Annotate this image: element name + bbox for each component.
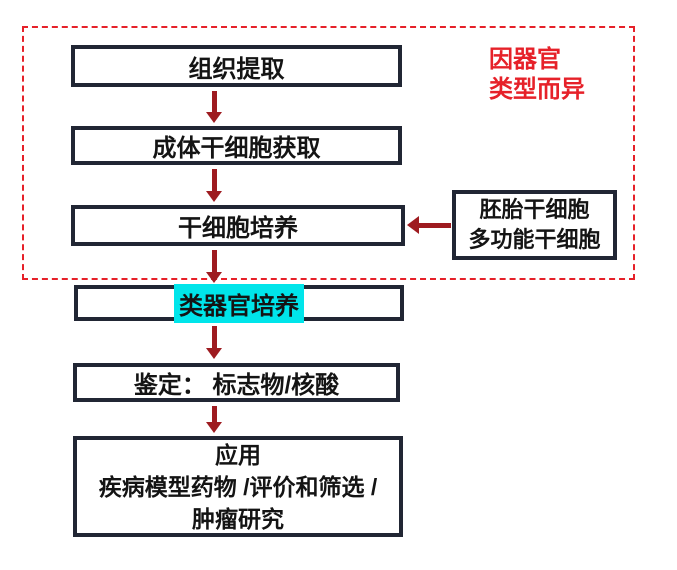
- side-box-embryonic-pluripotent-stem-cells: 胚胎干细胞 多功能干细胞: [452, 190, 617, 260]
- step-adult-stem-cell-acquisition: 成体干细胞获取: [71, 126, 402, 165]
- arrow-head: [206, 112, 222, 123]
- organ-dependent-group-outline: [22, 26, 635, 280]
- arrow-left-icon: [407, 216, 451, 234]
- arrow-head: [407, 216, 419, 234]
- step-organoid-culture-label: 类器官培养: [174, 283, 304, 323]
- arrow-shaft: [211, 250, 217, 272]
- arrow-down-icon: [206, 326, 222, 359]
- arrow-head: [206, 348, 222, 359]
- arrow-down-icon: [206, 250, 222, 283]
- step-stem-cell-culture: 干细胞培养: [71, 205, 405, 246]
- step-stem-cell-culture-label: 干细胞培养: [178, 215, 298, 242]
- arrow-head: [206, 422, 222, 433]
- side-box-label: 胚胎干细胞 多功能干细胞: [468, 197, 601, 252]
- arrow-head: [206, 191, 222, 202]
- arrow-shaft: [419, 222, 451, 228]
- step-organoid-culture: 类器官培养: [74, 283, 404, 323]
- step-adult-stem-cell-acquisition-label: 成体干细胞获取: [152, 135, 321, 162]
- step-application-label: 应用 疾病模型药物 /评价和筛选 / 肿瘤研究: [98, 441, 378, 532]
- step-tissue-extraction: 组织提取: [71, 45, 402, 87]
- step-tissue-extraction-label: 组织提取: [188, 55, 285, 83]
- arrow-shaft: [211, 169, 217, 191]
- arrow-shaft: [211, 326, 217, 348]
- step-identification-label: 鉴定： 标志物/核酸: [133, 372, 340, 399]
- arrow-shaft: [211, 406, 217, 422]
- arrow-down-icon: [206, 406, 222, 433]
- step-identification-markers-nucleic-acid: 鉴定： 标志物/核酸: [73, 363, 400, 402]
- arrow-shaft: [211, 91, 217, 112]
- step-application: 应用 疾病模型药物 /评价和筛选 / 肿瘤研究: [73, 436, 403, 537]
- arrow-down-icon: [206, 91, 222, 123]
- arrow-down-icon: [206, 169, 222, 202]
- organ-type-annotation: 因器官 类型而异: [489, 46, 585, 103]
- arrow-head: [206, 272, 222, 283]
